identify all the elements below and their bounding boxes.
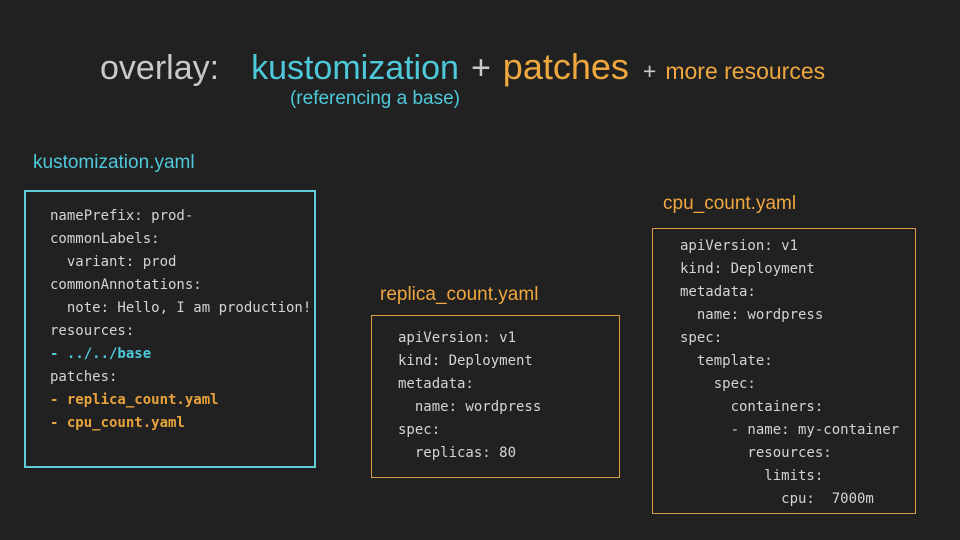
code-line: kind: Deployment [680,261,815,277]
title-patches: patches [502,46,629,87]
code-line: containers: [680,399,824,415]
title-subtitle: (referencing a base) [289,88,461,109]
file-label-cpu-count: cpu_count.yaml [663,193,797,214]
code-line: note: Hello, I am production! [50,300,312,316]
code-line: spec: [398,422,441,438]
code-line: - name: my-container [680,422,900,438]
code-line: spec: [680,376,756,392]
title-overlay: overlay: [100,49,220,87]
code-line: namePrefix: prod- [50,208,194,224]
code-line: patches: [50,369,118,385]
code-line: limits: [680,468,824,484]
code-line: name: wordpress [680,307,824,323]
slide-title: overlay: kustomization + patches + more … [100,46,825,88]
code-line: resources: [50,323,135,339]
code-line: resources: [680,445,832,461]
code-line: kind: Deployment [398,353,533,369]
title-more-resources: more resources [665,58,826,84]
code-line: - replica_count.yaml [50,392,219,408]
code-line: apiVersion: v1 [680,238,799,254]
code-line: spec: [680,330,723,346]
title-plus-1: + [470,49,491,87]
code-line: - ../../base [50,346,152,362]
code-line: commonLabels: [50,231,160,247]
title-kustomization: kustomization [251,49,459,87]
code-line: metadata: [680,284,756,300]
code-line: name: wordpress [398,399,542,415]
code-line: - cpu_count.yaml [50,415,185,431]
code-line: template: [680,353,773,369]
code-line: variant: prod [50,254,177,270]
code-line: commonAnnotations: [50,277,202,293]
code-box-kustomization: namePrefix: prod-commonLabels: variant: … [24,190,316,468]
file-label-replica-count: replica_count.yaml [380,284,539,305]
file-label-kustomization: kustomization.yaml [33,152,195,173]
code-line: apiVersion: v1 [398,330,517,346]
code-line: cpu: 7000m [680,491,874,507]
code-line: replicas: 80 [398,445,517,461]
title-plus-2: + [642,58,657,84]
code-line: metadata: [398,376,474,392]
